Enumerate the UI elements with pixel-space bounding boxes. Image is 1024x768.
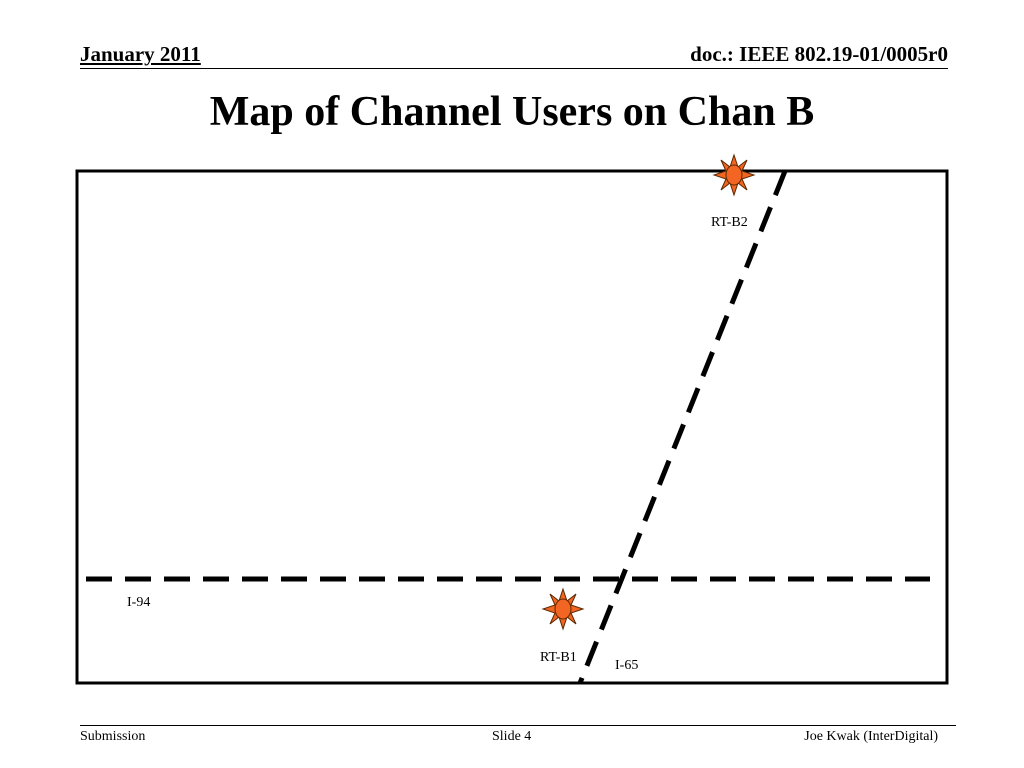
footer-submission: Submission [80, 729, 146, 744]
road-i65-line [577, 170, 788, 684]
user-rt-b1-label: RT-B1 [540, 650, 577, 665]
road-i94-label: I-94 [127, 595, 150, 610]
footer-slide-number: Slide 4 [492, 729, 532, 744]
footer-author: Joe Kwak (InterDigital) [804, 729, 938, 744]
user-rt-b2-label: RT-B2 [711, 215, 748, 230]
slide-title: Map of Channel Users on Chan B [209, 89, 815, 135]
header-date: January 2011 [80, 42, 201, 66]
header-doc-id: doc.: IEEE 802.19-01/0005r0 [690, 42, 948, 66]
road-i65-label: I-65 [615, 658, 638, 673]
footer-divider [80, 725, 956, 726]
header-divider [80, 68, 948, 69]
map-frame [75, 169, 949, 685]
